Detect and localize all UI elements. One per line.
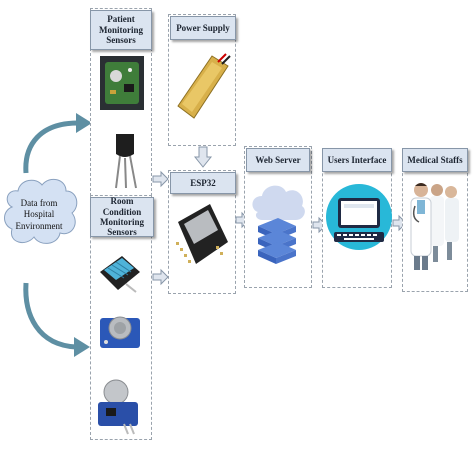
webserver-title: Web Server xyxy=(255,154,301,165)
source-label: Data from Hospital Environment xyxy=(4,198,74,232)
esp32-board-image xyxy=(176,204,228,264)
humidity-sensor-image xyxy=(100,256,140,293)
esp32-header: ESP32 xyxy=(170,172,236,194)
gas-sensor-2-image xyxy=(98,379,138,435)
gas-sensor-1-image xyxy=(100,316,140,348)
curved-arrow-up xyxy=(23,113,92,174)
arrow-power-to-esp32 xyxy=(193,146,213,168)
arrow-patient-sensors-to-esp32 xyxy=(152,170,169,188)
curved-arrow-down xyxy=(23,282,90,357)
esp32-title: ESP32 xyxy=(190,177,216,188)
source-label-line-2: Hospital xyxy=(23,209,55,220)
room-sensors-title-line-1: Room Condition xyxy=(102,196,142,217)
source-cloud xyxy=(4,178,78,244)
temperature-sensor-image xyxy=(115,134,137,189)
room-sensors-header: Room Condition Monitoring Sensors xyxy=(90,196,154,238)
room-sensors-title-line-2: Monitoring Sensors xyxy=(100,217,144,238)
source-label-line-3: Environment xyxy=(15,220,63,231)
battery-image xyxy=(177,53,231,119)
patient-sensors-header: Patient Monitoring Sensors xyxy=(90,10,152,50)
ui-header: Users Interface xyxy=(322,148,392,172)
staff-title: Medical Staffs xyxy=(407,154,463,165)
arrow-room-sensors-to-esp32 xyxy=(152,268,169,286)
computer-monitor-icon xyxy=(326,184,392,250)
source-label-line-1: Data from xyxy=(20,198,58,208)
webserver-header: Web Server xyxy=(246,148,310,172)
power-supply-header: Power Supply xyxy=(170,16,236,40)
staff-header: Medical Staffs xyxy=(402,148,468,172)
power-supply-title: Power Supply xyxy=(176,22,230,33)
patient-sensors-title-line-2: Sensors xyxy=(106,35,136,46)
cloud-server-icon xyxy=(252,185,305,264)
pulse-sensor-board-image xyxy=(100,56,144,110)
ui-title: Users Interface xyxy=(327,154,387,165)
patient-sensors-title-line-1: Patient Monitoring xyxy=(99,14,143,35)
medical-staff-photo xyxy=(410,183,459,270)
